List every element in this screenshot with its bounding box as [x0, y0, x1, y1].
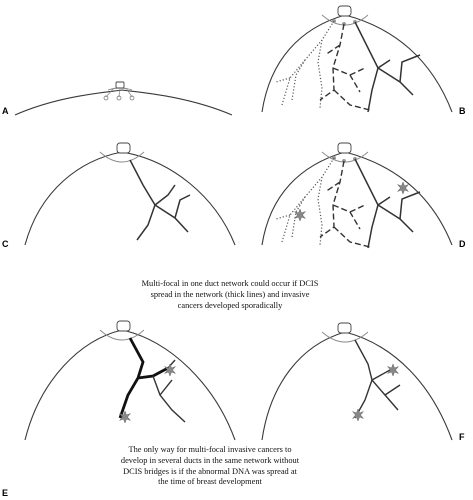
solid-ducts-f	[354, 339, 401, 419]
thick-dcis-ducts-e	[118, 337, 169, 419]
nipple-d	[337, 142, 352, 154]
caption-only-way: The only way for multi-focal invasive ca…	[80, 445, 340, 488]
caption-line: cancers developed sporadically	[177, 300, 283, 310]
solid-ducts-c	[129, 159, 191, 241]
caption-line: The only way for multi-focal invasive ca…	[128, 445, 292, 454]
panel-b: B	[261, 5, 466, 116]
dashed-ducts-b	[319, 23, 371, 111]
nipple-e	[116, 320, 131, 332]
dotted-ducts-d	[275, 157, 335, 246]
solid-ducts-b	[354, 21, 421, 113]
caption-line: DCIS bridges is if the abnormal DNA was …	[123, 466, 297, 476]
tumor-icon	[397, 181, 409, 195]
dashed-ducts-d	[319, 160, 371, 248]
dotted-ducts-b	[275, 20, 335, 109]
solid-ducts-d	[354, 158, 421, 249]
panel-label-a: A	[2, 106, 9, 116]
caption-line: develop in several ducts in the same net…	[120, 455, 300, 465]
breast-outline-e	[24, 329, 236, 441]
areola-e	[99, 329, 145, 341]
tumor-icon	[352, 408, 364, 422]
panel-c: C	[2, 142, 236, 249]
panel-label-c: C	[2, 239, 9, 249]
panel-f: F	[261, 322, 465, 442]
nipple-a	[115, 81, 125, 89]
nipple-f	[337, 322, 352, 334]
panel-label-e: E	[2, 488, 8, 498]
breast-outline-b	[261, 14, 453, 113]
caption-line: the time of breast development	[158, 477, 262, 487]
panel-label-d: D	[459, 239, 466, 249]
panel-label-f: F	[459, 432, 465, 442]
breast-outline-a	[14, 89, 233, 116]
ducts-a	[105, 87, 133, 98]
panel-a: A	[2, 81, 233, 116]
nipple-b	[337, 5, 352, 17]
areola-c	[99, 151, 145, 163]
breast-outline-d	[261, 151, 453, 246]
panel-label-b: B	[459, 106, 466, 116]
breast-outline-c	[24, 151, 236, 246]
breast-outline-f	[261, 331, 453, 441]
panel-d: D	[261, 142, 466, 249]
caption-line: Multi-focal in one duct network could oc…	[141, 279, 319, 288]
areola-f	[321, 331, 369, 343]
caption-multi-focal: Multi-focal in one duct network could oc…	[100, 279, 360, 311]
panel-e: E	[2, 320, 236, 498]
nipple-c	[116, 142, 131, 154]
caption-line: spread in the network (thick lines) and …	[150, 289, 310, 299]
